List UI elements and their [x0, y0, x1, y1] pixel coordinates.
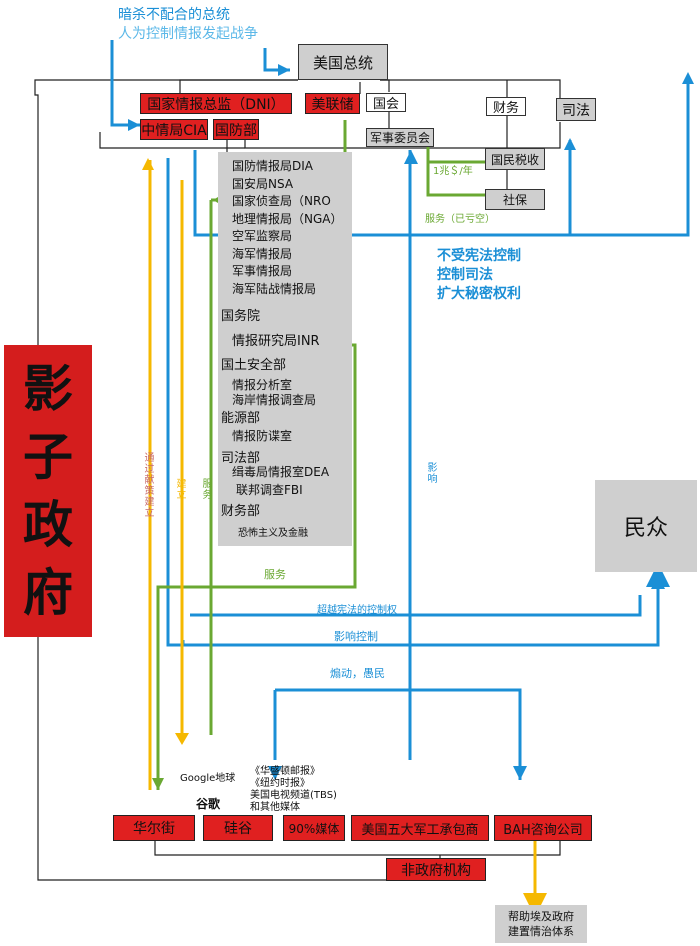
agency-fbi: 联邦调查FBI — [236, 483, 303, 497]
intelligence-agencies-panel — [218, 152, 352, 546]
armed-services-box: 军事委员会 — [366, 128, 434, 147]
congress-box: 国会 — [366, 93, 406, 112]
justice-label: 司法部 — [221, 451, 261, 466]
claim-secret-power: 扩大秘密权利 — [437, 286, 521, 302]
agency-dia: 国防情报局DIA — [232, 159, 313, 173]
label-beyond-constitution: 超越宪法的控制权 — [317, 605, 397, 616]
dhs-label: 国土安全部 — [221, 358, 287, 373]
claim-control-judiciary: 控制司法 — [437, 267, 493, 283]
agency-military: 军事情报局 — [232, 264, 293, 278]
label-build: 建立 — [174, 478, 185, 500]
agency-terror-finance: 恐怖主义及金融 — [238, 528, 308, 539]
label-incite: 煽动，愚民 — [330, 667, 385, 680]
label-influence: 影响 — [425, 462, 436, 484]
silicon-valley-box: 硅谷 — [203, 815, 273, 841]
agency-inr: 情报研究局INR — [232, 334, 320, 349]
media90-box: 90%媒体 — [283, 815, 345, 841]
agency-dea: 缉毒局情报室DEA — [232, 465, 330, 479]
blue-claims: 不受宪法控制 控制司法 扩大秘密权利 — [437, 247, 521, 304]
defense-contractors-box: 美国五大军工承包商 — [351, 815, 489, 841]
label-influence-control: 影响控制 — [334, 630, 378, 643]
shadow-char-3: 政 — [23, 495, 73, 554]
label-service: 服务 — [264, 568, 286, 581]
trillion-label: 1兆＄/年 — [433, 166, 473, 177]
label-serve: 服务 — [200, 478, 211, 500]
label-policy: 通过献策建立 — [142, 452, 153, 518]
wall-street-box: 华尔街 — [113, 815, 195, 841]
bah-note-line2: 建置情治体系 — [508, 925, 574, 938]
agency-nro: 国家侦查局（NRO — [232, 194, 331, 208]
energy-label: 能源部 — [221, 411, 261, 426]
media-tbs: 美国电视频道(TBS) — [250, 790, 337, 801]
bah-box: BAH咨询公司 — [494, 815, 592, 841]
judiciary-box: 司法 — [556, 98, 596, 121]
media-wapo: 《华盛顿邮报》 — [250, 766, 320, 777]
dni-box: 国家情报总监（DNI） — [140, 93, 292, 114]
google-earth-label: Google地球 — [180, 773, 236, 784]
state-dept-label: 国务院 — [221, 309, 261, 324]
media-other: 和其他媒体 — [250, 802, 300, 813]
ngo-box: 非政府机构 — [386, 858, 486, 881]
agency-marines: 海军陆战情报局 — [232, 281, 317, 296]
service-bankrupt-label: 服务（已亏空） — [425, 214, 495, 225]
agency-analysis: 情报分析室 — [232, 378, 293, 392]
claim-unconstitutional: 不受宪法控制 — [437, 248, 521, 264]
shadow-char-2: 子 — [23, 427, 73, 486]
agency-coastguard: 海岸情报调查局 — [232, 393, 317, 407]
shadow-char-1: 影 — [23, 359, 73, 418]
bah-note-line1: 帮助埃及政府 — [508, 910, 574, 923]
social-security-box: 社保 — [485, 189, 545, 210]
shadow-government-panel: 影 子 政 府 — [4, 345, 92, 637]
media-list: 《华盛顿邮报》 《纽约时报》 美国电视频道(TBS) 和其他媒体 — [250, 766, 337, 814]
agency-nsa: 国安局NSA — [232, 176, 294, 191]
agency-nga: 地理情报局（NGA） — [232, 211, 343, 226]
finance-box: 财务 — [486, 97, 526, 116]
shadow-char-4: 府 — [23, 563, 73, 622]
note-manipulate-intel: 人为控制情报发起战争 — [118, 26, 258, 42]
agency-counterintel: 情报防谍室 — [232, 429, 293, 443]
treasury-label: 财务部 — [221, 504, 261, 519]
media-nyt: 《纽约时报》 — [250, 778, 310, 789]
agency-airforce: 空军监察局 — [232, 229, 293, 243]
people-box: 民众 — [595, 480, 697, 572]
president-box: 美国总统 — [298, 44, 388, 80]
cia-box: 中情局CIA — [140, 119, 208, 140]
irs-box: 国民税收 — [485, 148, 545, 170]
dod-box: 国防部 — [213, 119, 259, 140]
google-label: 谷歌 — [196, 797, 221, 811]
dod-agency-list: 国防情报局DIA 国安局NSA 国家侦查局（NRO 地理情报局（NGA） 空军监… — [232, 158, 343, 298]
bah-note-box: 帮助埃及政府 建置情治体系 — [495, 905, 587, 943]
note-assassinate: 暗杀不配合的总统 — [118, 7, 230, 23]
agency-navy: 海军情报局 — [232, 246, 293, 261]
fed-box: 美联储 — [305, 93, 360, 114]
